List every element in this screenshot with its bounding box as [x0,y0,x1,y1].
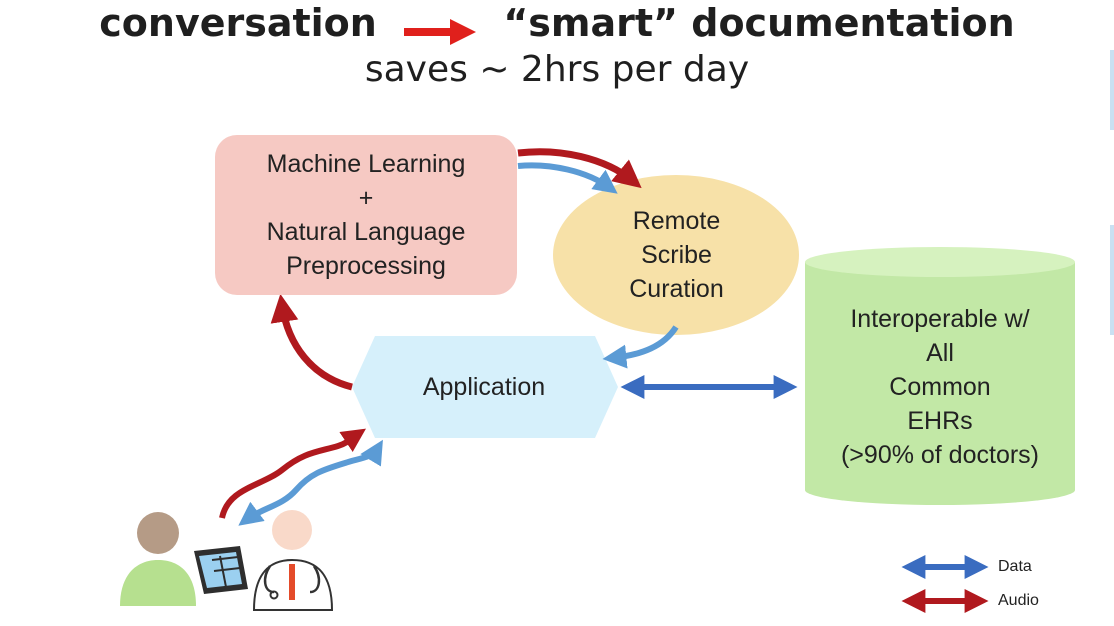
title-arrow-icon [404,10,477,45]
ehr-line3: Common [889,373,991,401]
scribe-line2: Scribe [641,241,712,269]
application-node: Application [350,335,618,438]
scribe-to-app-data-arrow [602,325,679,369]
application-label: Application [422,372,546,401]
scribe-line3: Curation [629,275,724,303]
edge-fragment [1110,50,1114,130]
ml-line4: Preprocessing [286,252,446,280]
patient-icon [120,512,196,606]
scribe-ellipse [553,175,799,335]
title-smart-documentation: “smart” documentation [503,1,1015,45]
ml-to-scribe-audio-arrow [517,148,642,189]
ehr-line5: (>90% of doctors) [840,441,1039,469]
doctor-icon [252,510,334,611]
ml-to-scribe-data-arrow [517,162,618,194]
edge-fragment [1110,225,1114,335]
legend-data-label: Data [998,558,1032,575]
ml-line1: Machine Learning [266,150,466,178]
ml-line2: + [358,184,374,212]
scribe-line1: Remote [632,207,721,235]
title-line: conversation “smart” documentation [0,1,1114,45]
application-hexagon [352,336,618,438]
ehr-cylinder [805,247,1075,505]
tablet-icon [194,546,248,594]
app-to-users-data-arrow [238,439,383,526]
ehr-node: Interoperable w/ All Common EHRs (>90% o… [805,247,1075,505]
app-to-ml-audio-arrow [270,293,353,391]
remote-scribe-node: Remote Scribe Curation [553,175,800,335]
legend-audio-label: Audio [998,592,1039,609]
title-conversation: conversation [99,1,377,45]
ehr-line2: All [926,339,954,367]
ml-line3: Natural Language [266,218,466,246]
ehr-line1: Interoperable w/ [850,305,1030,333]
users-to-app-audio-arrow [219,428,366,519]
ml-nlp-node: Machine Learning + Natural Language Prep… [215,135,517,295]
subtitle: saves ~ 2hrs per day [364,49,750,90]
ehr-line4: EHRs [907,407,973,435]
